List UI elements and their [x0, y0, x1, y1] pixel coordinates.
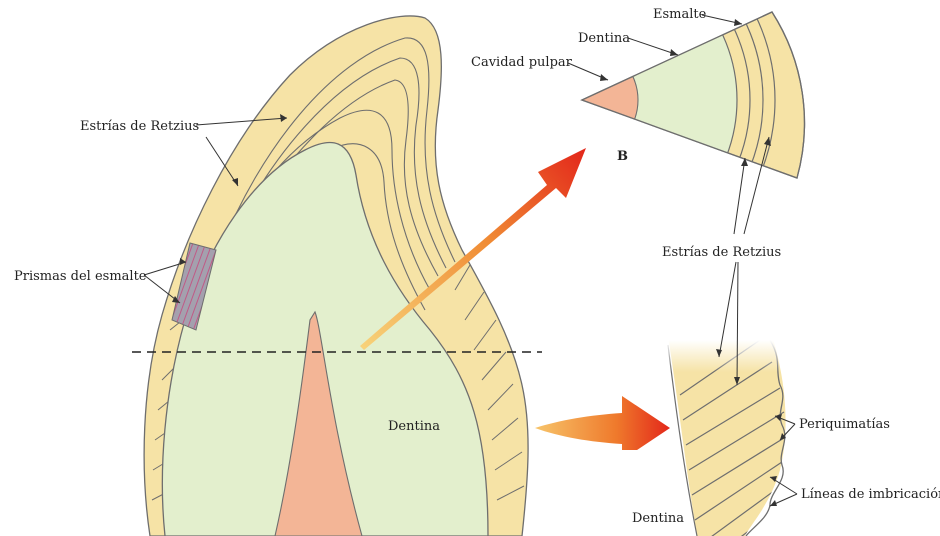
label-dentina-b: Dentina: [578, 31, 630, 46]
label-estrias-retzius-left: Estrías de Retzius: [80, 119, 199, 134]
label-periquimatias: Periquimatías: [799, 417, 890, 432]
label-estrias-retzius-right: Estrías de Retzius: [662, 245, 781, 260]
label-esmalte: Esmalte: [653, 7, 707, 22]
label-dentina-main: Dentina: [388, 419, 440, 434]
section-b-letter: B: [617, 149, 628, 164]
label-dentina-c: Dentina: [632, 511, 684, 526]
label-cavidad-pulpar: Cavidad pulpar: [471, 55, 573, 70]
main-tooth: [132, 16, 542, 536]
label-prismas-esmalte: Prismas del esmalte: [14, 269, 147, 284]
label-lineas-imbricacion: Líneas de imbricación: [801, 487, 940, 502]
